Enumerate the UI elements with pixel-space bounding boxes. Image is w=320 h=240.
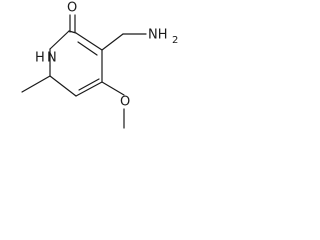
bond-c3-ch2 xyxy=(101,33,124,51)
bond-c2-n1 xyxy=(49,30,70,50)
bond-n1-c6 xyxy=(49,75,77,97)
molecule-diagram: O H N NH 2 O xyxy=(0,0,200,138)
ring-nitrogen-n-label: N xyxy=(47,51,57,66)
methoxy-oxygen-label: O xyxy=(120,95,130,110)
bond-c6-c5 xyxy=(75,81,103,97)
bond-c4-o xyxy=(101,81,125,96)
bond-c6-ch3 xyxy=(21,75,51,93)
bond-c4-c3-double xyxy=(77,41,98,56)
bond-c4-c3 xyxy=(75,32,103,51)
ring-nitrogen-h-label: H xyxy=(35,51,45,66)
carbonyl-oxygen-label: O xyxy=(67,1,77,16)
bond-c6-c5-double xyxy=(78,78,100,91)
amine-label: NH xyxy=(148,28,168,43)
molecule-svg: O H N NH 2 O xyxy=(21,1,178,129)
amine-subscript-label: 2 xyxy=(172,35,178,46)
